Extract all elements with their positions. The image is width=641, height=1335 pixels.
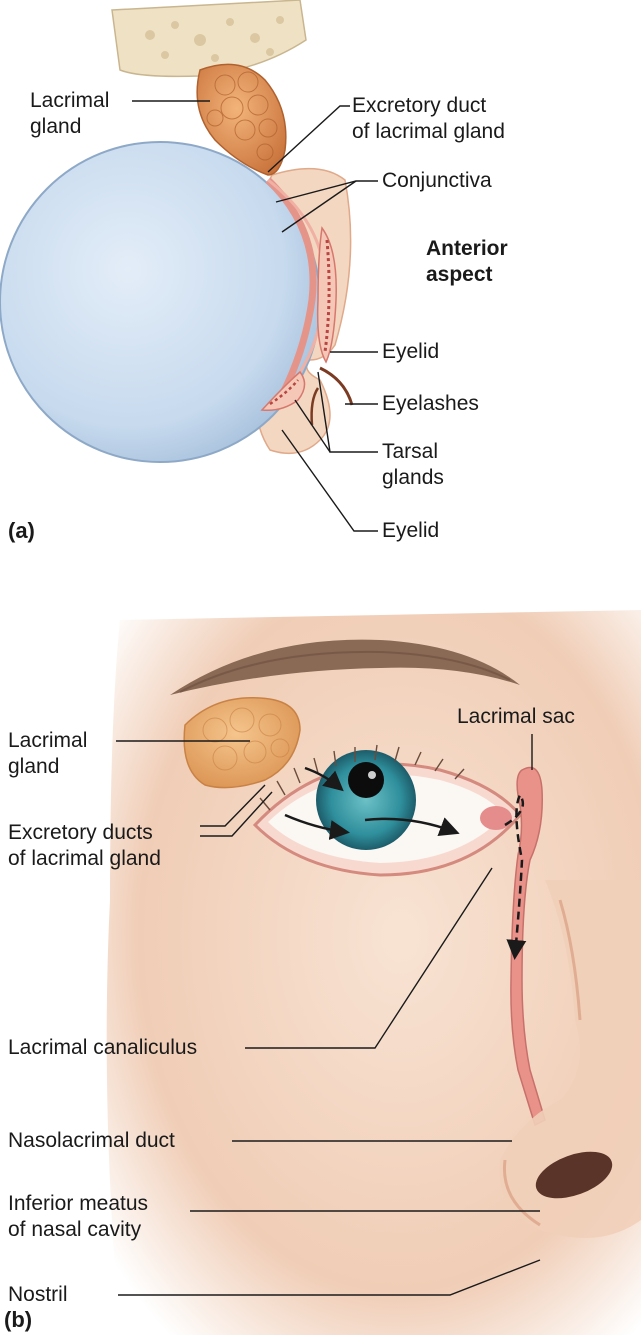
label-tarsal-glands: Tarsal glands: [382, 439, 444, 491]
label-excretory-duct: Excretory duct of lacrimal gland: [352, 93, 505, 145]
caruncle: [480, 806, 512, 830]
label-lacrimal-sac: Lacrimal sac: [457, 704, 575, 730]
label-nostril: Nostril: [8, 1282, 68, 1308]
label-eyelashes: Eyelashes: [382, 391, 479, 417]
label-conjunctiva: Conjunctiva: [382, 168, 492, 194]
label-excretory-ducts: Excretory ducts of lacrimal gland: [8, 820, 161, 872]
panel-a: Lacrimal gland Excretory duct of lacrima…: [0, 0, 641, 560]
label-lacrimal-gland-a: Lacrimal gland: [30, 88, 109, 140]
panel-b-label: (b): [4, 1307, 32, 1333]
label-inferior-meatus: Inferior meatus of nasal cavity: [8, 1191, 148, 1243]
panel-b: Lacrimal gland Lacrimal sac Excretory du…: [0, 600, 641, 1335]
label-eyelid-upper: Eyelid: [382, 339, 439, 365]
panel-a-illustration: [0, 0, 641, 560]
panel-a-label: (a): [8, 518, 35, 544]
pupil: [348, 762, 384, 798]
label-anterior-aspect: Anterior aspect: [426, 236, 508, 288]
orbital-bone: [112, 0, 306, 76]
label-lacrimal-canaliculus: Lacrimal canaliculus: [8, 1035, 197, 1061]
eyeball: [0, 142, 320, 462]
label-nasolacrimal-duct: Nasolacrimal duct: [8, 1128, 175, 1154]
label-lacrimal-gland-b: Lacrimal gland: [8, 728, 87, 780]
label-eyelid-lower: Eyelid: [382, 518, 439, 544]
